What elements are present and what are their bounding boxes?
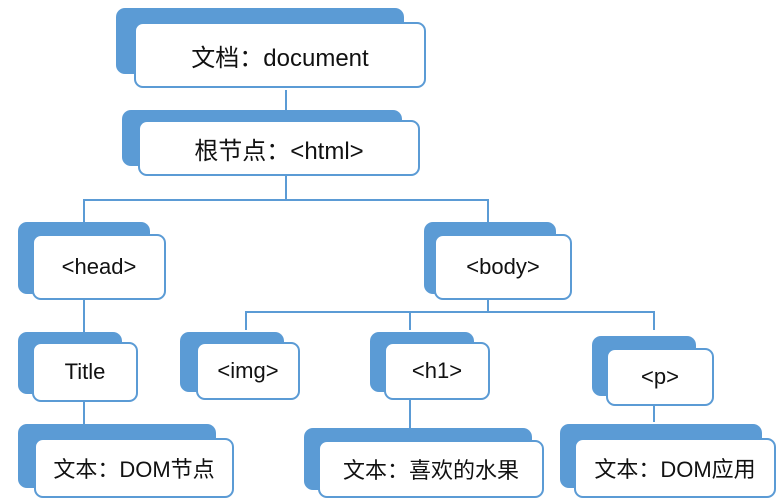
node-document-label: 文档：document (134, 22, 426, 88)
node-p-label: <p> (606, 348, 714, 406)
connector-body-children (245, 298, 655, 330)
node-head-label: <head> (32, 234, 166, 300)
node-img-label: <img> (196, 342, 300, 400)
node-head: <head> (18, 222, 166, 302)
node-body-label: <body> (434, 234, 572, 300)
node-text-dom-node: 文本：DOM节点 (18, 424, 234, 500)
node-text-fruit: 文本：喜欢的水果 (304, 428, 546, 500)
node-body: <body> (424, 222, 572, 302)
node-text-fruit-label: 文本：喜欢的水果 (318, 440, 544, 498)
node-p: <p> (592, 336, 714, 406)
node-text-dom-app-label: 文本：DOM应用 (574, 438, 776, 498)
node-h1: <h1> (370, 332, 490, 400)
node-h1-label: <h1> (384, 342, 490, 400)
node-title: Title (18, 332, 138, 402)
node-html-label: 根节点：<html> (138, 120, 420, 176)
node-img: <img> (180, 332, 300, 400)
node-html: 根节点：<html> (122, 110, 422, 176)
connector-html-children (83, 174, 489, 228)
node-text-dom-app: 文本：DOM应用 (560, 424, 778, 500)
node-title-label: Title (32, 342, 138, 402)
node-text-dom-node-label: 文本：DOM节点 (34, 438, 234, 498)
node-document: 文档：document (116, 8, 428, 92)
